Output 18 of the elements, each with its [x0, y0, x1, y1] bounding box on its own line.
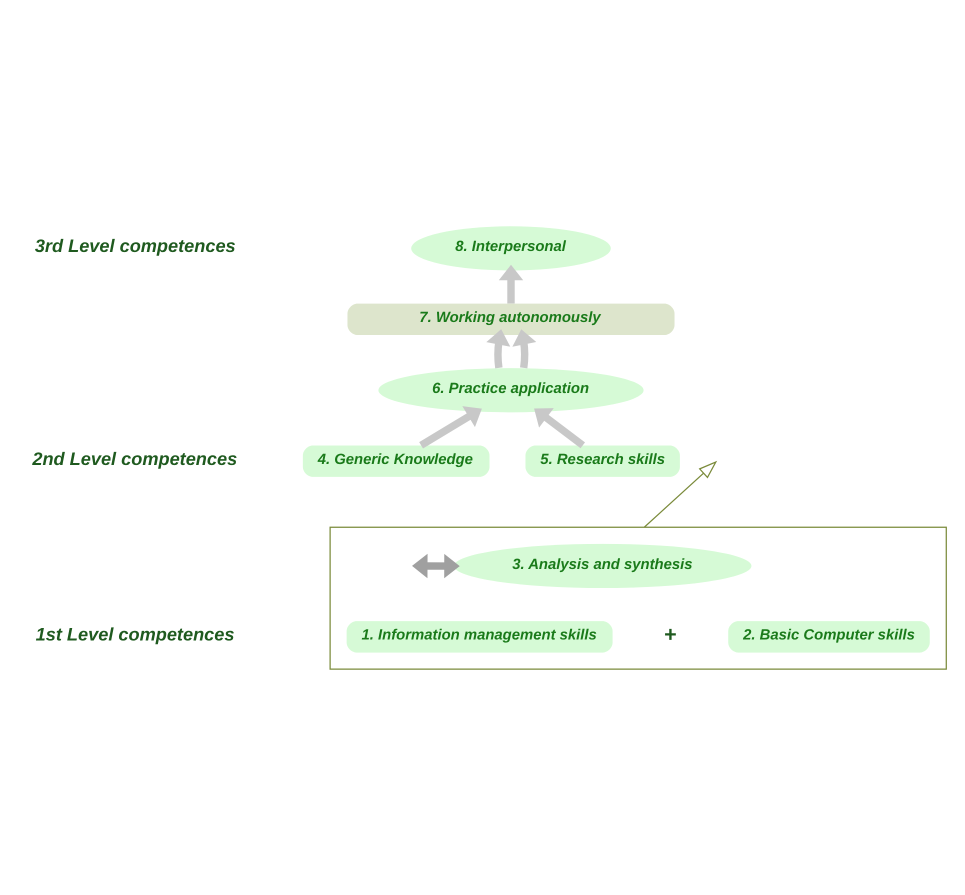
node-box: 1. Information management skills: [346, 620, 613, 652]
arrow: [498, 264, 524, 303]
node-box: 2. Basic Computer skills: [728, 620, 930, 652]
label: 1st Level competences: [36, 624, 234, 644]
node-ellipse: 8. Interpersonal: [411, 226, 611, 270]
node-box: 4. Generic Knowledge: [302, 444, 490, 476]
arrow: [419, 406, 482, 448]
label: +: [664, 622, 676, 646]
arrow: [412, 553, 460, 578]
cluster: [330, 526, 947, 670]
arrow: [534, 408, 586, 448]
label: 3rd Level competences: [34, 236, 236, 256]
node-ellipse: 3. Analysis and synthesis: [454, 543, 752, 588]
node-box: 5. Research skills: [525, 444, 680, 476]
label: 2nd Level competences: [32, 448, 238, 468]
node-box: 7. Working autonomously: [347, 303, 675, 334]
arrow: [644, 460, 718, 528]
node-ellipse: 6. Practice application: [378, 368, 644, 412]
